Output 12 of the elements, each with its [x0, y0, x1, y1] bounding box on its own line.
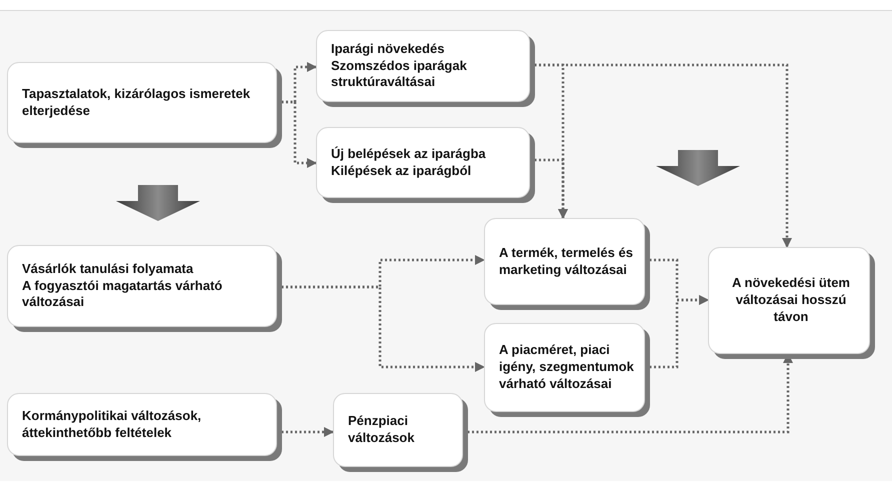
- box-text: A termék, termelés és marketing változásai: [499, 244, 634, 278]
- box-text: Tapasztalatok, kizárólagos ismeretek elterjedése: [22, 86, 252, 120]
- box-text: Kormánypolitikai változások, áttekinthetőbb feltételek: [22, 408, 202, 442]
- box-text: Kilépések az iparágból: [331, 162, 472, 180]
- box-text: Iparági növekedés: [331, 40, 444, 58]
- box-text: Szomszédos iparágak struktúraváltásai: [331, 58, 468, 92]
- box-text: Vásárlók tanulási folyamata: [22, 260, 194, 278]
- box-text: Új belépések az iparágba: [331, 146, 486, 162]
- box-text: Pénzpiaci változások: [348, 413, 416, 447]
- box-text: A piacméret, piaci igény, szegmentumok várható változásai: [499, 342, 634, 393]
- box-text: A fogyasztói magatartás várható változásai: [22, 278, 224, 312]
- box-text: A növekedési ütem változásai hosszú távon: [730, 275, 851, 326]
